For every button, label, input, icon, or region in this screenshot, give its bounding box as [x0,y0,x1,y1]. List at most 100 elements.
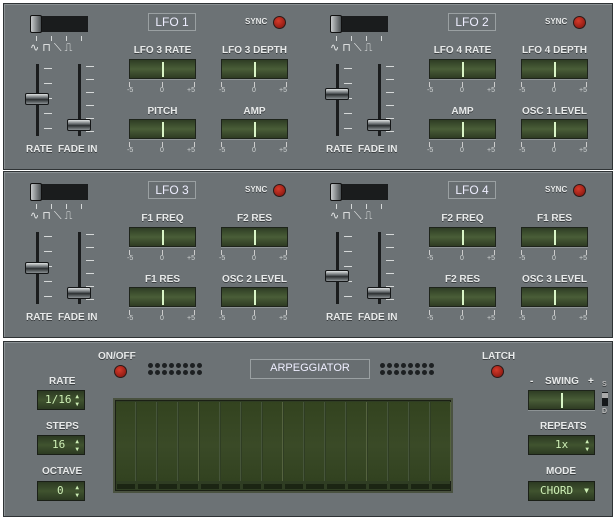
arp-steps-stepper[interactable]: 16▲▼ [37,435,85,455]
arp-step-bar[interactable] [411,484,429,489]
arp-step-column[interactable] [263,402,283,481]
arp-step-column[interactable] [179,402,199,481]
swing-meter[interactable] [528,390,595,410]
arp-step-column[interactable] [242,402,262,481]
arp-step-display[interactable] [113,398,453,493]
lfo4-rate-slider-handle[interactable] [325,269,349,282]
arp-step-bar[interactable] [285,484,303,489]
arp-step-column[interactable] [368,402,388,481]
lfo4-fade-slider-handle[interactable] [367,287,391,300]
arp-step-bar[interactable] [138,484,156,489]
repeats-stepper[interactable]: 1x▲▼ [528,435,595,455]
lfo3-sync-led-button[interactable] [273,184,286,197]
arp-step-bar[interactable] [306,484,324,489]
lfo2-rate-slider-handle[interactable] [325,88,349,101]
arp-step-bar[interactable] [432,484,450,489]
arp-step-column[interactable] [200,402,220,481]
arp-step-column[interactable] [326,402,346,481]
arp-rate-stepper[interactable]: 1/16▲▼ [37,390,85,410]
arp-step-column[interactable] [431,402,451,481]
lfo1-waveform-handle[interactable] [30,15,42,33]
lfo3-fade-track[interactable] [78,232,81,304]
arp-onoff-led-button[interactable] [114,365,127,378]
lfo3-f2-res-meter[interactable] [221,227,288,247]
arp-latch-led-button[interactable] [491,365,504,378]
lfo1-rate-slider-handle[interactable] [25,93,49,105]
arp-step-column[interactable] [305,402,325,481]
lfo4-scale-tick [429,250,430,255]
mode-dropdown[interactable]: CHORD▼ [528,481,595,501]
lfo2-sync-led-button[interactable] [573,16,586,29]
lfo4-fade-track[interactable] [378,232,381,304]
lfo3-fade-tick [86,234,94,235]
lfo3-wave-tick [51,204,52,209]
lfo1-lfo-3-rate-meter[interactable] [129,59,196,79]
s-d-switch[interactable] [602,392,608,406]
arp-step-column[interactable] [389,402,409,481]
lfo1-scale-mid: 0 [160,147,164,154]
lfo2-lfo-4-depth-meter[interactable] [521,59,588,79]
lfo4-osc-3-level-meter[interactable] [521,287,588,307]
lfo3-fade-tick [86,260,94,261]
lfo4-waveform-icons: ∿ ⊓ ⟍ ⎍ [330,210,373,222]
lfo4-sync-led-button[interactable] [573,184,586,197]
lfo3-fade-slider-handle[interactable] [67,287,91,300]
arp-step-bar[interactable] [222,484,240,489]
lfo3-f1-freq-meter[interactable] [129,227,196,247]
lfo3-rate-slider-handle[interactable] [25,262,49,275]
lfo1-scale-tick [194,142,195,147]
lfo1-waveform-slider[interactable] [30,15,88,33]
lfo1-pitch-meter[interactable] [129,119,196,139]
lfo4-sync-label: SYNC [545,185,568,194]
arp-step-column[interactable] [347,402,367,481]
lfo1-sync-led-button[interactable] [273,16,286,29]
lfo2-fade-track[interactable] [378,64,381,136]
arp-step-bar[interactable] [117,484,135,489]
arp-step-bar[interactable] [159,484,177,489]
arp-step-bar[interactable] [180,484,198,489]
lfo2-waveform-slider[interactable] [330,15,388,33]
arp-step-column[interactable] [221,402,241,481]
lfo3-f1-res-meter[interactable] [129,287,196,307]
lfo2-fade-slider-handle[interactable] [367,119,391,132]
lfo1-amp-meter[interactable] [221,119,288,139]
lfo4-waveform-slider[interactable] [330,183,388,201]
arp-octave-stepper[interactable]: 0▲▼ [37,481,85,501]
arp-step-column[interactable] [137,402,157,481]
arp-step-bar[interactable] [201,484,219,489]
lfo4-f2-freq-meter[interactable] [429,227,496,247]
lfo1-lfo-3-depth-meter[interactable] [221,59,288,79]
lfo4-f1-res-meter[interactable] [521,227,588,247]
lfo3-waveform-handle[interactable] [30,183,42,201]
lfo3-meter-indicator [253,230,256,245]
arp-step-column[interactable] [158,402,178,481]
lfo2-amp-meter[interactable] [429,119,496,139]
lfo3-osc-2-level-meter[interactable] [221,287,288,307]
lfo4-scale-tick [586,310,587,315]
lfo2-scale-mid: 0 [552,87,556,94]
lfo2-fade-tick [386,92,394,93]
lfo2-knob-label: AMP [451,106,474,117]
lfo2-wave-tick [381,36,382,41]
lfo2-lfo-4-rate-meter[interactable] [429,59,496,79]
arp-step-column[interactable] [284,402,304,481]
lfo3-waveform-slider[interactable] [30,183,88,201]
lfo3-scale-tick [162,250,163,255]
lfo2-waveform-handle[interactable] [330,15,342,33]
lfo4-waveform-handle[interactable] [330,183,342,201]
lfo4-rate-track[interactable] [336,232,339,304]
arp-step-bar[interactable] [264,484,282,489]
lfo1-fade-slider-handle[interactable] [67,119,91,132]
lfo1-fade-track[interactable] [78,64,81,136]
arp-step-column[interactable] [116,402,136,481]
arp-step-bar[interactable] [327,484,345,489]
lfo2-osc-1-level-meter[interactable] [521,119,588,139]
arp-step-bar[interactable] [390,484,408,489]
lfo4-f2-res-meter[interactable] [429,287,496,307]
arp-step-column[interactable] [410,402,430,481]
arp-step-bar[interactable] [348,484,366,489]
arp-step-bar[interactable] [243,484,261,489]
arp-step-bar[interactable] [369,484,387,489]
